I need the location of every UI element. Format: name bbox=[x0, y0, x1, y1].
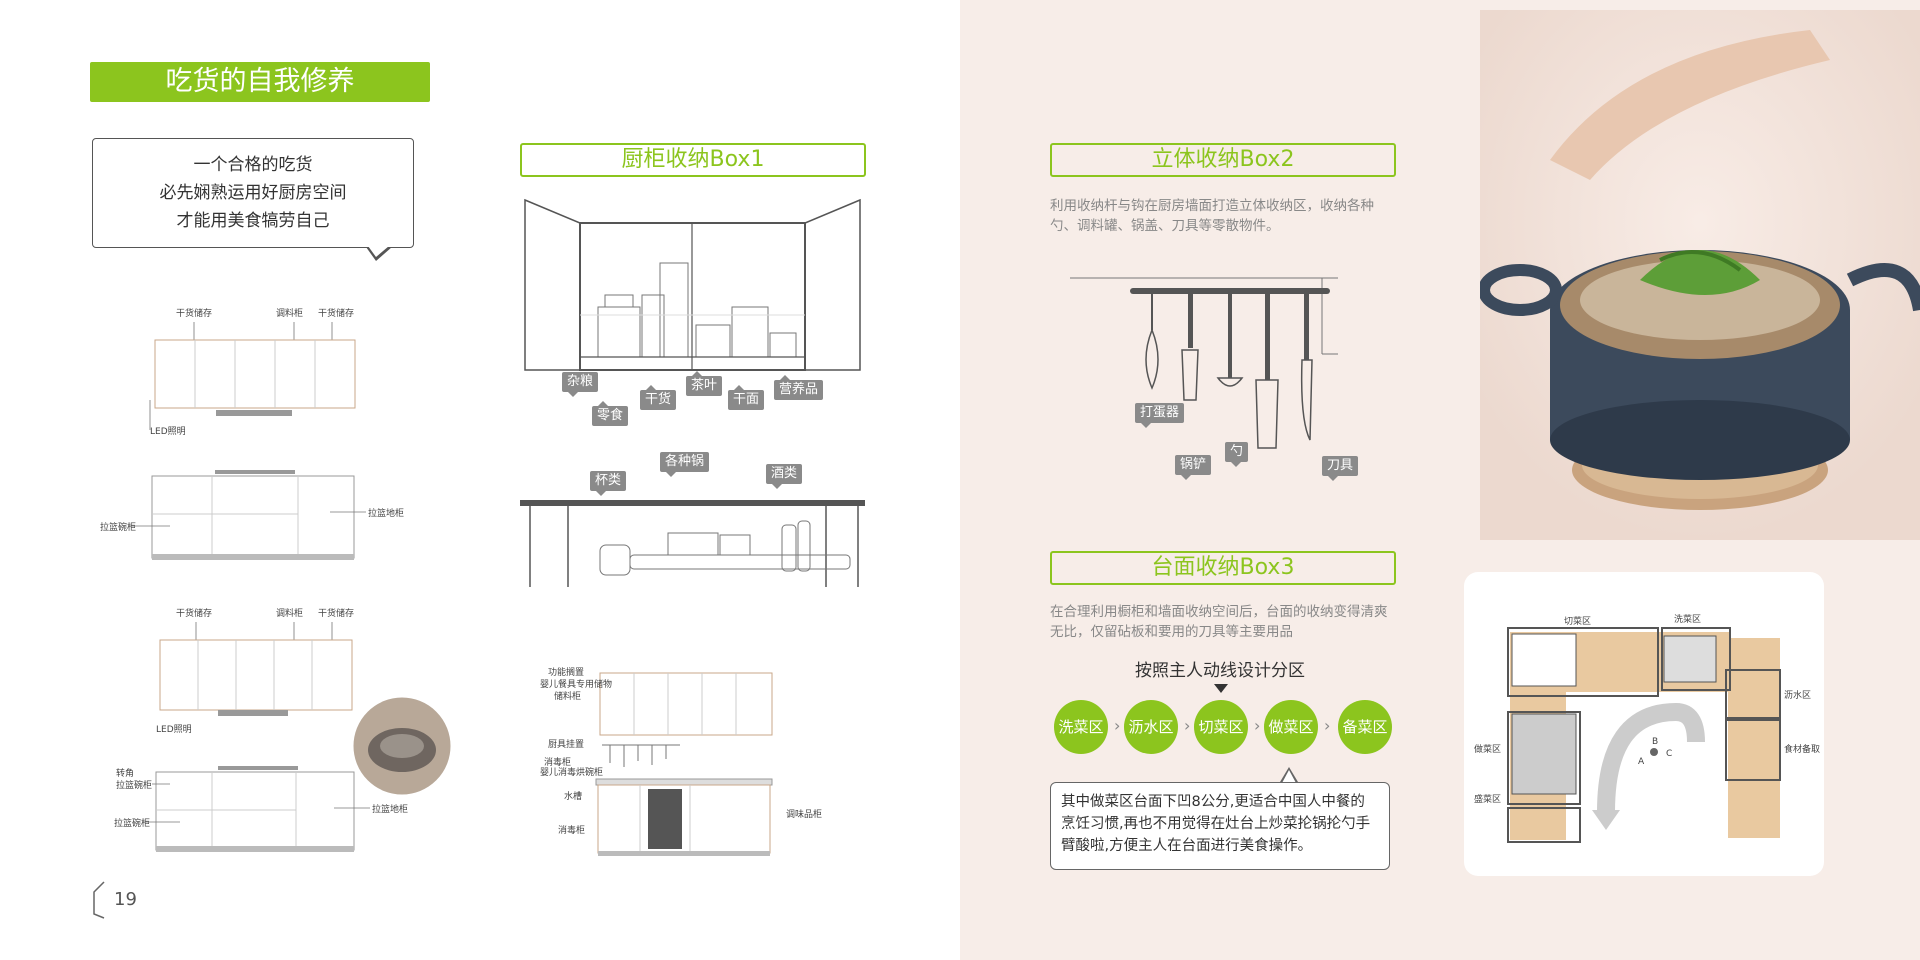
sketch-a-led: LED照明 bbox=[150, 426, 186, 437]
box2-title: 立体收纳Box2 bbox=[1050, 143, 1396, 177]
plan-label-ingredients: 食材备取 bbox=[1784, 743, 1820, 755]
sketch-b-label-3: 干货储存 bbox=[318, 607, 354, 619]
chevron-right-icon: › bbox=[1184, 716, 1191, 735]
flow-arrow-icon bbox=[1214, 684, 1228, 693]
sketch-a-left-label: 拉篮碗柜 bbox=[100, 521, 136, 533]
elevation-sketch: 功能搁置 婴儿餐具专用储物 储料柜 厨具挂置 消毒柜 婴儿消毒烘碗柜 水槽 消毒… bbox=[540, 666, 822, 856]
sketch-b-label-1: 干货储存 bbox=[176, 607, 212, 619]
elev-label-4: 厨具挂置 bbox=[548, 738, 584, 750]
tag-gezhongguo: 各种锅 bbox=[660, 452, 710, 477]
floor-plan: 切菜区 洗菜区 沥水区 做菜区 食材备取 盛菜区 A B C bbox=[1474, 613, 1820, 843]
elev-label-7: 水槽 bbox=[564, 790, 582, 802]
elev-label-1: 功能搁置 bbox=[548, 666, 584, 678]
sketch-a-label-1: 干货储存 bbox=[176, 307, 212, 319]
sketch-a-right-label: 拉篮地柜 bbox=[368, 507, 404, 519]
plan-label-serve: 盛菜区 bbox=[1474, 793, 1501, 805]
tag-yingyangpin: 营养品 bbox=[774, 375, 824, 400]
sketch-b-led: LED照明 bbox=[156, 724, 192, 735]
sketch-b-left-label-2: 拉篮碗柜 bbox=[116, 779, 152, 791]
zone-cut: 切菜区 bbox=[1194, 700, 1248, 754]
chevron-right-icon: › bbox=[1114, 716, 1121, 735]
bubble-line-1: 一个合格的吃货 bbox=[193, 155, 313, 175]
plan-label-cut: 切菜区 bbox=[1564, 615, 1591, 627]
right-page: 立体收纳Box2 利用收纳杆与钩在厨房墙面打造立体收纳区，收纳各种勺、调料罐、锅… bbox=[960, 0, 1920, 960]
zone-prep: 备菜区 bbox=[1338, 700, 1392, 754]
sketch-b-label-2: 调料柜 bbox=[276, 607, 303, 619]
tag-beilei: 杯类 bbox=[590, 471, 627, 496]
tag-shao: 勺 bbox=[1225, 442, 1249, 467]
box1-title: 厨柜收纳Box1 bbox=[520, 143, 866, 177]
plan-marker-b: B bbox=[1652, 737, 1658, 747]
pot-photo bbox=[1480, 10, 1920, 540]
rail-illustration bbox=[1070, 277, 1338, 449]
plan-marker-a: A bbox=[1638, 757, 1645, 767]
box3-desc: 在合理利用橱柜和墙面收纳空间后，台面的收纳变得清爽无比，仅留砧板和要用的刀具等主… bbox=[1050, 604, 1388, 640]
bubble-line-3: 才能用美食犒劳自己 bbox=[176, 211, 330, 231]
chevron-right-icon: › bbox=[1254, 716, 1261, 735]
elev-label-8: 消毒柜 bbox=[558, 824, 585, 836]
left-page: 吃货的自我修养 一个合格的吃货 必先娴熟运用好厨房空间 才能用美食犒劳自己 干货… bbox=[90, 62, 866, 920]
zone-cook: 做菜区 bbox=[1264, 700, 1318, 754]
zone-drain: 沥水区 bbox=[1124, 700, 1178, 754]
section-title: 吃货的自我修养 bbox=[90, 62, 430, 102]
tag-ganmian: 干面 bbox=[728, 385, 765, 410]
note-box: 其中做菜区台面下凹8公分,更适合中国人中餐的烹饪习惯,再也不用觉得在灶台上炒菜抡… bbox=[1050, 782, 1390, 870]
tag-daoju: 刀具 bbox=[1322, 456, 1359, 481]
chevron-right-icon: › bbox=[1324, 716, 1331, 735]
zone-row: 洗菜区 › 沥水区 › 切菜区 › 做菜区 › 备菜区 bbox=[1052, 700, 1392, 756]
plan-label-cook: 做菜区 bbox=[1474, 743, 1501, 755]
elev-label-2: 婴儿餐具专用储物 bbox=[540, 678, 612, 690]
sketch-b-left-label-3: 拉篮碗柜 bbox=[114, 817, 150, 829]
floor-plan-card: 切菜区 洗菜区 沥水区 做菜区 食材备取 盛菜区 A B C bbox=[1464, 572, 1824, 876]
intro-bubble: 一个合格的吃货 必先娴熟运用好厨房空间 才能用美食犒劳自己 bbox=[92, 138, 414, 248]
cabinet-sketch-a: 干货储存 调料柜 干货储存 LED照明 拉篮碗柜 拉篮地柜 bbox=[100, 307, 404, 560]
flow-title: 按照主人动线设计分区 bbox=[1135, 661, 1305, 681]
zone-wash: 洗菜区 bbox=[1054, 700, 1108, 754]
sketch-a-label-3: 干货储存 bbox=[318, 307, 354, 319]
elev-label-6: 婴儿消毒烘碗柜 bbox=[540, 766, 603, 778]
elev-label-5: 消毒柜 bbox=[544, 756, 571, 768]
box2-desc: 利用收纳杆与钩在厨房墙面打造立体收纳区，收纳各种勺、调料罐、锅盖、刀具等零散物件… bbox=[1050, 198, 1374, 234]
elev-label-right: 调味品柜 bbox=[786, 808, 822, 820]
plan-marker-c: C bbox=[1666, 749, 1672, 759]
tag-chaye: 茶叶 bbox=[686, 371, 723, 396]
plan-label-wash: 洗菜区 bbox=[1674, 613, 1701, 625]
tag-guochan: 锅铲 bbox=[1175, 455, 1212, 480]
sketch-b-right-label: 拉篮地柜 bbox=[372, 803, 408, 815]
cabinet-sketch-b: 干货储存 调料柜 干货储存 LED照明 转角 拉篮碗柜 拉篮碗柜 拉篮地柜 bbox=[114, 607, 454, 852]
page-number: 19 bbox=[90, 880, 137, 920]
sketch-b-left-label-1: 转角 bbox=[116, 767, 134, 779]
tag-jiulei: 酒类 bbox=[766, 464, 803, 489]
tag-zaliang: 杂粮 bbox=[562, 372, 599, 397]
page-number-text: 19 bbox=[114, 889, 137, 910]
note-tail-inner bbox=[1282, 770, 1296, 783]
tag-ganhuo: 干货 bbox=[640, 385, 677, 410]
tag-lingshi: 零食 bbox=[592, 401, 629, 426]
sketch-a-label-2: 调料柜 bbox=[276, 307, 303, 319]
tag-dadanqi: 打蛋器 bbox=[1135, 403, 1185, 428]
page-leaf-icon bbox=[93, 881, 105, 919]
bubble-line-2: 必先娴熟运用好厨房空间 bbox=[159, 183, 347, 203]
box3-title: 台面收纳Box3 bbox=[1050, 551, 1396, 585]
bubble-tail-inner bbox=[368, 246, 389, 257]
plan-label-drain: 沥水区 bbox=[1784, 689, 1811, 701]
elev-label-3: 储料柜 bbox=[554, 690, 581, 702]
box1-illustration bbox=[520, 198, 865, 587]
